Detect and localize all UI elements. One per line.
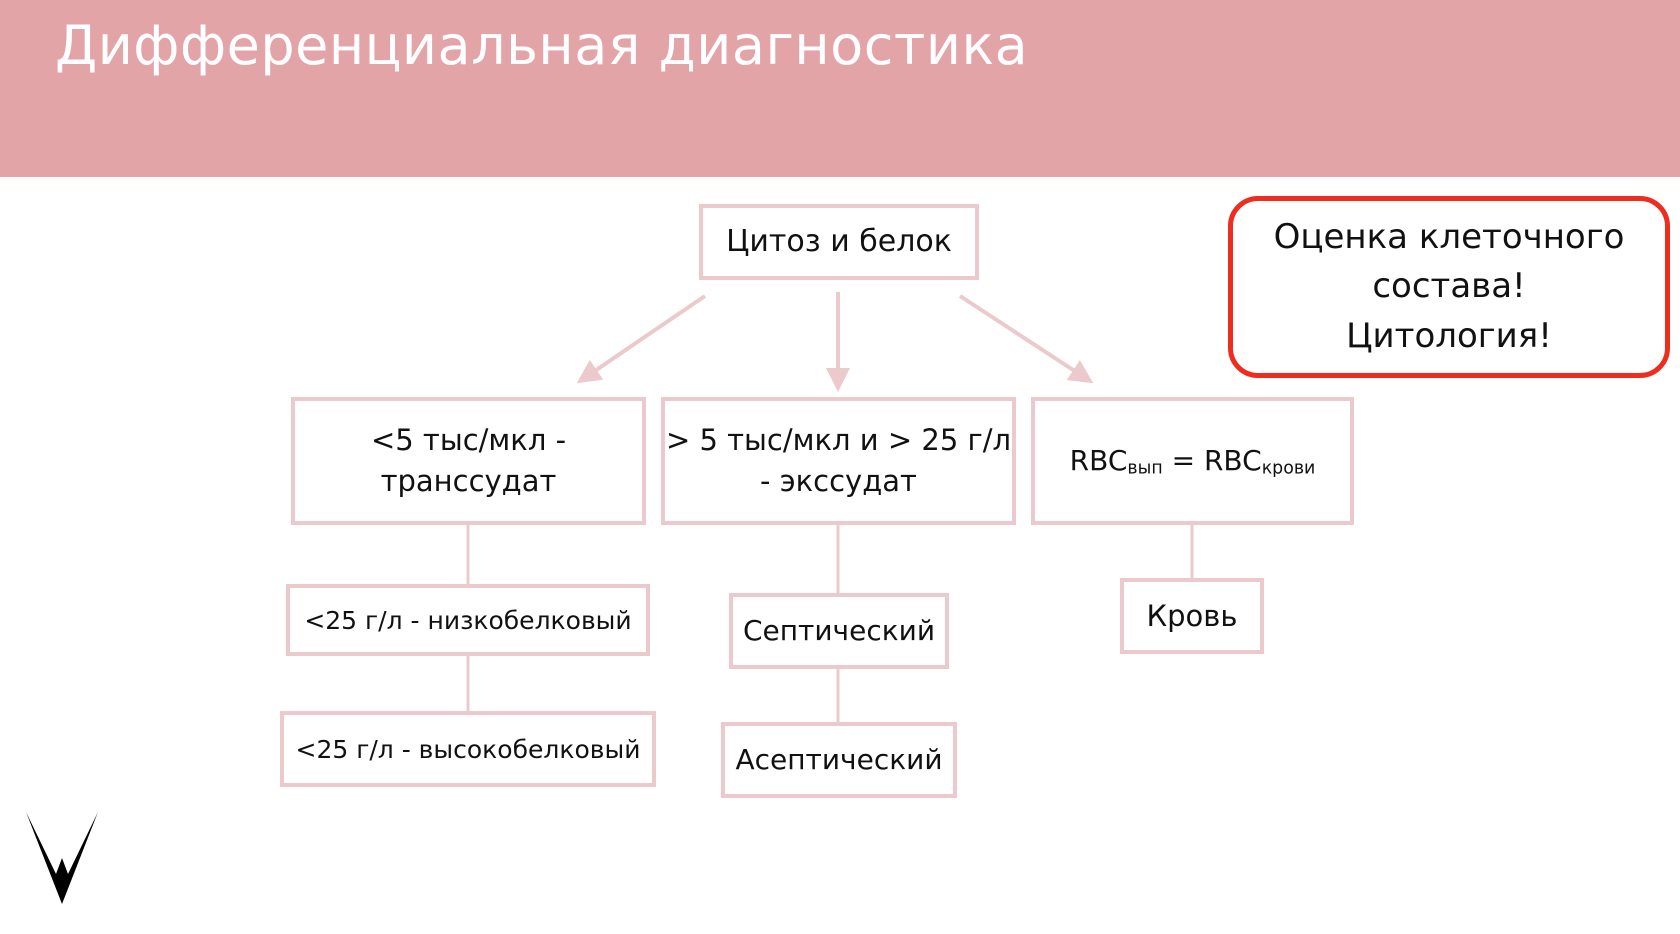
rbc-lhs: RBC [1069,444,1128,478]
rbc-lhs-subscript: вып [1127,458,1163,479]
callout-line-2: состава! [1372,266,1526,307]
right-child-1-node: Кровь [1120,578,1264,654]
branch-middle-line-2: - экссудат [760,464,917,498]
branch-left-line-1: <5 тыс/мкл - [370,423,567,458]
arrow-to-left-branch [576,294,707,384]
rbc-formula: RBCвып = RBCкрови [1070,441,1316,481]
right-child-1-label: Кровь [1146,598,1238,633]
left-child-2-label: <25 г/л - высокобелковый [295,734,641,764]
middle-child-1-label: Септический [742,614,936,648]
rbc-rhs-subscript: крови [1261,458,1316,479]
callout-line-1: Оценка клеточного [1273,217,1625,258]
branch-right-node: RBCвып = RBCкрови [1031,397,1354,525]
v-logo-icon [26,812,98,904]
root-node-label: Цитоз и белок [726,224,952,259]
callout-line-3: Цитология! [1346,315,1552,356]
slide-header: Дифференциальная диагностика [0,0,1680,177]
left-child-2-node: <25 г/л - высокобелковый [280,711,656,787]
branch-middle-node: > 5 тыс/мкл и > 25 г/л - экссудат [661,397,1016,525]
left-child-1-label: <25 г/л - низкобелковый [304,605,632,635]
arrow-to-right-branch [958,294,1094,384]
rbc-rhs: RBC [1203,444,1262,478]
cytology-callout: Оценка клеточного состава! Цитология! [1228,196,1670,378]
middle-child-2-label: Асептический [735,743,943,777]
middle-child-1-node: Септический [729,593,949,669]
branch-left-line-2: транссудат [380,464,557,498]
root-node: Цитоз и белок [699,204,979,280]
middle-child-2-node: Асептический [721,722,957,798]
branch-middle-line-1: > 5 тыс/мкл и > 25 г/л [665,423,1012,458]
slide-title: Дифференциальная диагностика [55,14,1029,77]
left-child-1-node: <25 г/л - низкобелковый [286,584,650,656]
rbc-equals: = [1162,444,1204,478]
branch-left-node: <5 тыс/мкл - транссудат [291,397,646,525]
